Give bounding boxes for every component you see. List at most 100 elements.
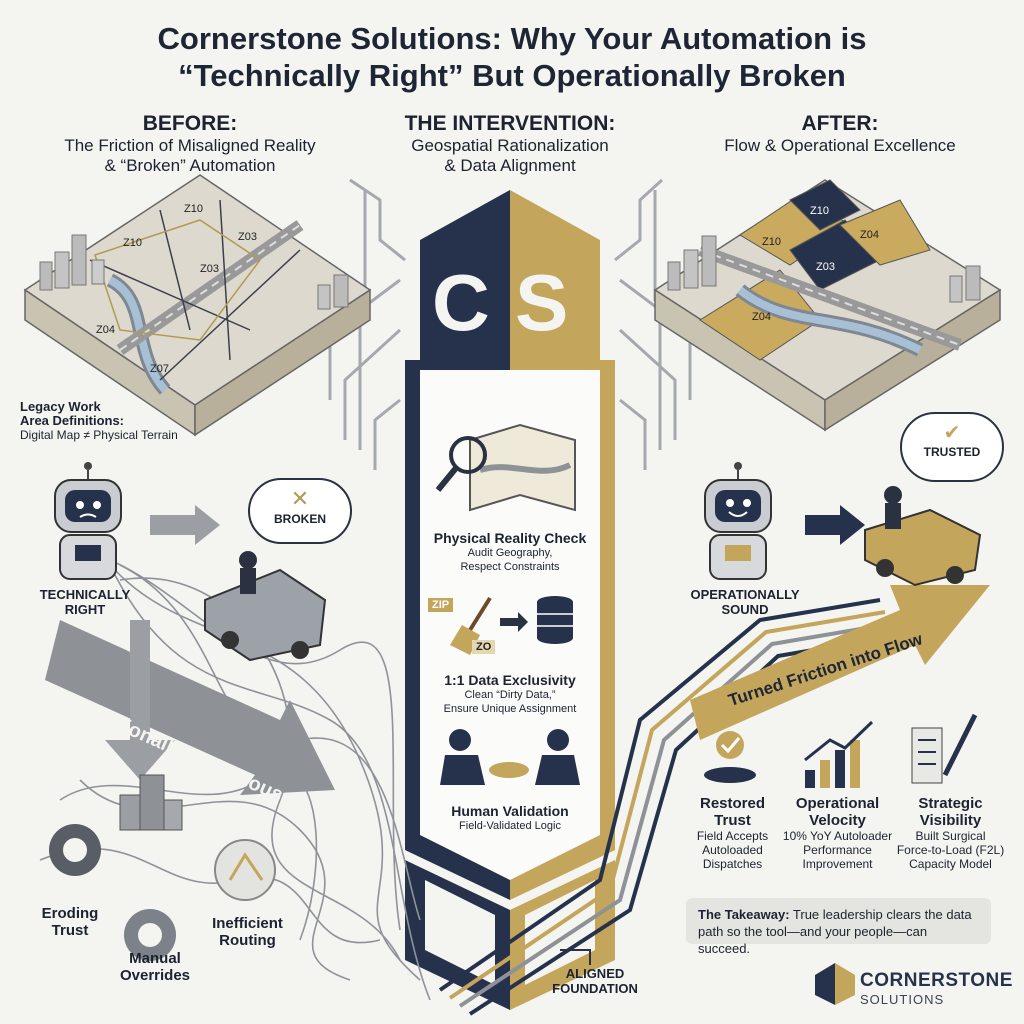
takeaway-box: The Takeaway: True leadership clears the… [686,898,991,956]
step-reality-check: Physical Reality Check Audit Geography, … [420,530,600,574]
step-reality-line-1: Audit Geography, [467,547,553,559]
outcome-velocity-title-1: Operational [795,795,880,812]
svg-text:C: C [432,258,490,347]
trusted-label: TRUSTED [923,445,981,459]
step-data-line-1: Clean “Dirty Data,” [464,689,556,701]
after-title: AFTER: [801,112,879,135]
operationally-sound-line-2: SOUND [721,602,769,617]
outcome-trust-line-3: Dispatches [702,857,763,871]
issue-inefficient-line-1: Inefficient [212,915,283,932]
svg-text:Z03: Z03 [200,263,219,275]
svg-text:Z10: Z10 [810,205,829,217]
aligned-foundation-label: ALIGNED FOUNDATION [540,966,650,996]
outcome-restored-trust: Restored Trust Field Accepts Autoloaded … [680,795,785,871]
brand-logo-mark [815,963,855,1005]
svg-text:Z04: Z04 [96,324,115,336]
flow-arrow [690,585,990,740]
outcome-trust-line-2: Autoloaded [702,843,763,857]
step-reality-line-2: Respect Constraints [460,561,560,573]
zo-tag: ZO [472,640,496,654]
issue-eroding-line-1: Eroding [41,905,99,922]
outcome-visibility-title-1: Strategic [918,795,983,812]
svg-text:Z10: Z10 [184,203,203,215]
before-subtitle-1: The Friction of Misaligned Reality [64,136,316,155]
outcome-icons [704,713,978,788]
svg-text:Z10: Z10 [123,237,142,249]
step-human-title: Human Validation [451,803,569,819]
robot-left [54,462,122,580]
svg-text:Z04: Z04 [752,311,771,323]
outcome-visibility-line-2: Force-to-Load (F2L) [896,843,1005,857]
before-title: BEFORE: [142,112,238,135]
technically-right-line-2: RIGHT [64,602,106,617]
issue-inefficient-routing: Inefficient Routing [195,915,300,949]
after-heading: AFTER: Flow & Operational Excellence [670,112,1010,156]
outcome-velocity-line-3: Improvement [802,857,873,871]
outcome-strategic-visibility: Strategic Visibility Built Surgical Forc… [888,795,1013,871]
foundation-line-1: ALIGNED [565,966,625,981]
issue-manual-overrides: Manual Overrides [100,950,210,984]
arrow-right-after [805,505,865,545]
issue-eroding-trust: Eroding Trust [20,905,120,939]
outcome-velocity-line-2: Performance [803,843,872,857]
step-data-line-2: Ensure Unique Assignment [443,703,577,715]
svg-text:S: S [515,258,568,347]
step-human-line-1: Field-Validated Logic [459,820,561,832]
intervention-subtitle-1: Geospatial Rationalization [411,136,609,155]
takeaway-text-1: True leadership clears the data [789,907,972,922]
technically-right-line-1: TECHNICALLY [39,587,131,602]
cs-logo-block: C S [420,190,600,360]
svg-text:Z03: Z03 [816,261,835,273]
step-data-title: 1:1 Data Exclusivity [444,672,576,688]
x-mark-icon: ✕ [290,486,310,511]
before-subtitle-2: & “Broken” Automation [104,156,276,175]
arrow-right-left [150,505,220,545]
title-line-2: “Technically Right” But Operationally Br… [178,58,846,93]
after-subtitle: Flow & Operational Excellence [724,136,956,155]
handshake-icon [440,729,580,785]
operationally-sound-line-1: OPERATIONALLY [690,587,800,602]
technically-right-label: TECHNICALLY RIGHT [20,587,150,617]
legacy-line-3: Digital Map ≠ Physical Terrain [20,428,178,442]
issue-manual-line-1: Manual [129,950,181,967]
disaster-arrow [45,620,335,795]
outcome-trust-title-2: Trust [714,812,751,829]
step-reality-title: Physical Reality Check [433,530,587,546]
svg-text:Z03: Z03 [238,231,257,243]
foundation-arrow [560,949,591,965]
before-heading: BEFORE: The Friction of Misaligned Reali… [20,112,360,176]
brand-tagline: SOLUTIONS [860,992,945,1007]
takeaway-label: The Takeaway: [698,907,790,922]
legacy-definitions: Legacy Work Area Definitions: Digital Ma… [20,399,220,443]
map-magnifier-icon [435,423,576,512]
zip-tag: ZIP [428,598,454,612]
outcome-visibility-line-1: Built Surgical [915,829,986,843]
broken-thought-bubble: ✕ BROKEN [248,478,352,544]
intervention-title: THE INTERVENTION: [404,112,616,135]
trusted-thought-bubble: ✔ TRUSTED [900,412,1004,482]
intervention-heading: THE INTERVENTION: Geospatial Rationaliza… [360,112,660,176]
svg-text:Z07: Z07 [150,363,169,375]
brand-wordmark: CORNERSTONE SOLUTIONS [860,970,1012,1007]
before-map: Z10 Z10 Z03 Z03 Z04 Z07 [23,174,372,437]
intervention-subtitle-2: & Data Alignment [444,156,576,175]
takeaway-text-2: path so the tool—and your people—can suc… [698,924,928,956]
issue-manual-line-2: Overrides [119,967,191,984]
broken-label: BROKEN [273,512,326,526]
operationally-sound-label: OPERATIONALLY SOUND [680,587,810,617]
foundation-line-2: FOUNDATION [552,981,638,996]
step-human-validation: Human Validation Field-Validated Logic [420,803,600,833]
issue-inefficient-line-2: Routing [219,932,276,949]
database-icon [500,596,573,644]
legacy-line-1: Legacy Work [20,399,101,414]
svg-text:Z10: Z10 [762,236,781,248]
truck-broken [204,551,327,662]
outcome-visibility-title-2: Visibility [919,812,982,829]
issue-eroding-line-2: Trust [51,922,89,939]
outcome-trust-line-1: Field Accepts [696,829,769,843]
title-line-1: Cornerstone Solutions: Why Your Automati… [157,21,867,56]
svg-text:Z04: Z04 [860,229,879,241]
outcome-visibility-line-3: Capacity Model [909,857,992,871]
after-map: Z10 Z10 Z04 Z03 Z04 [653,179,1002,432]
